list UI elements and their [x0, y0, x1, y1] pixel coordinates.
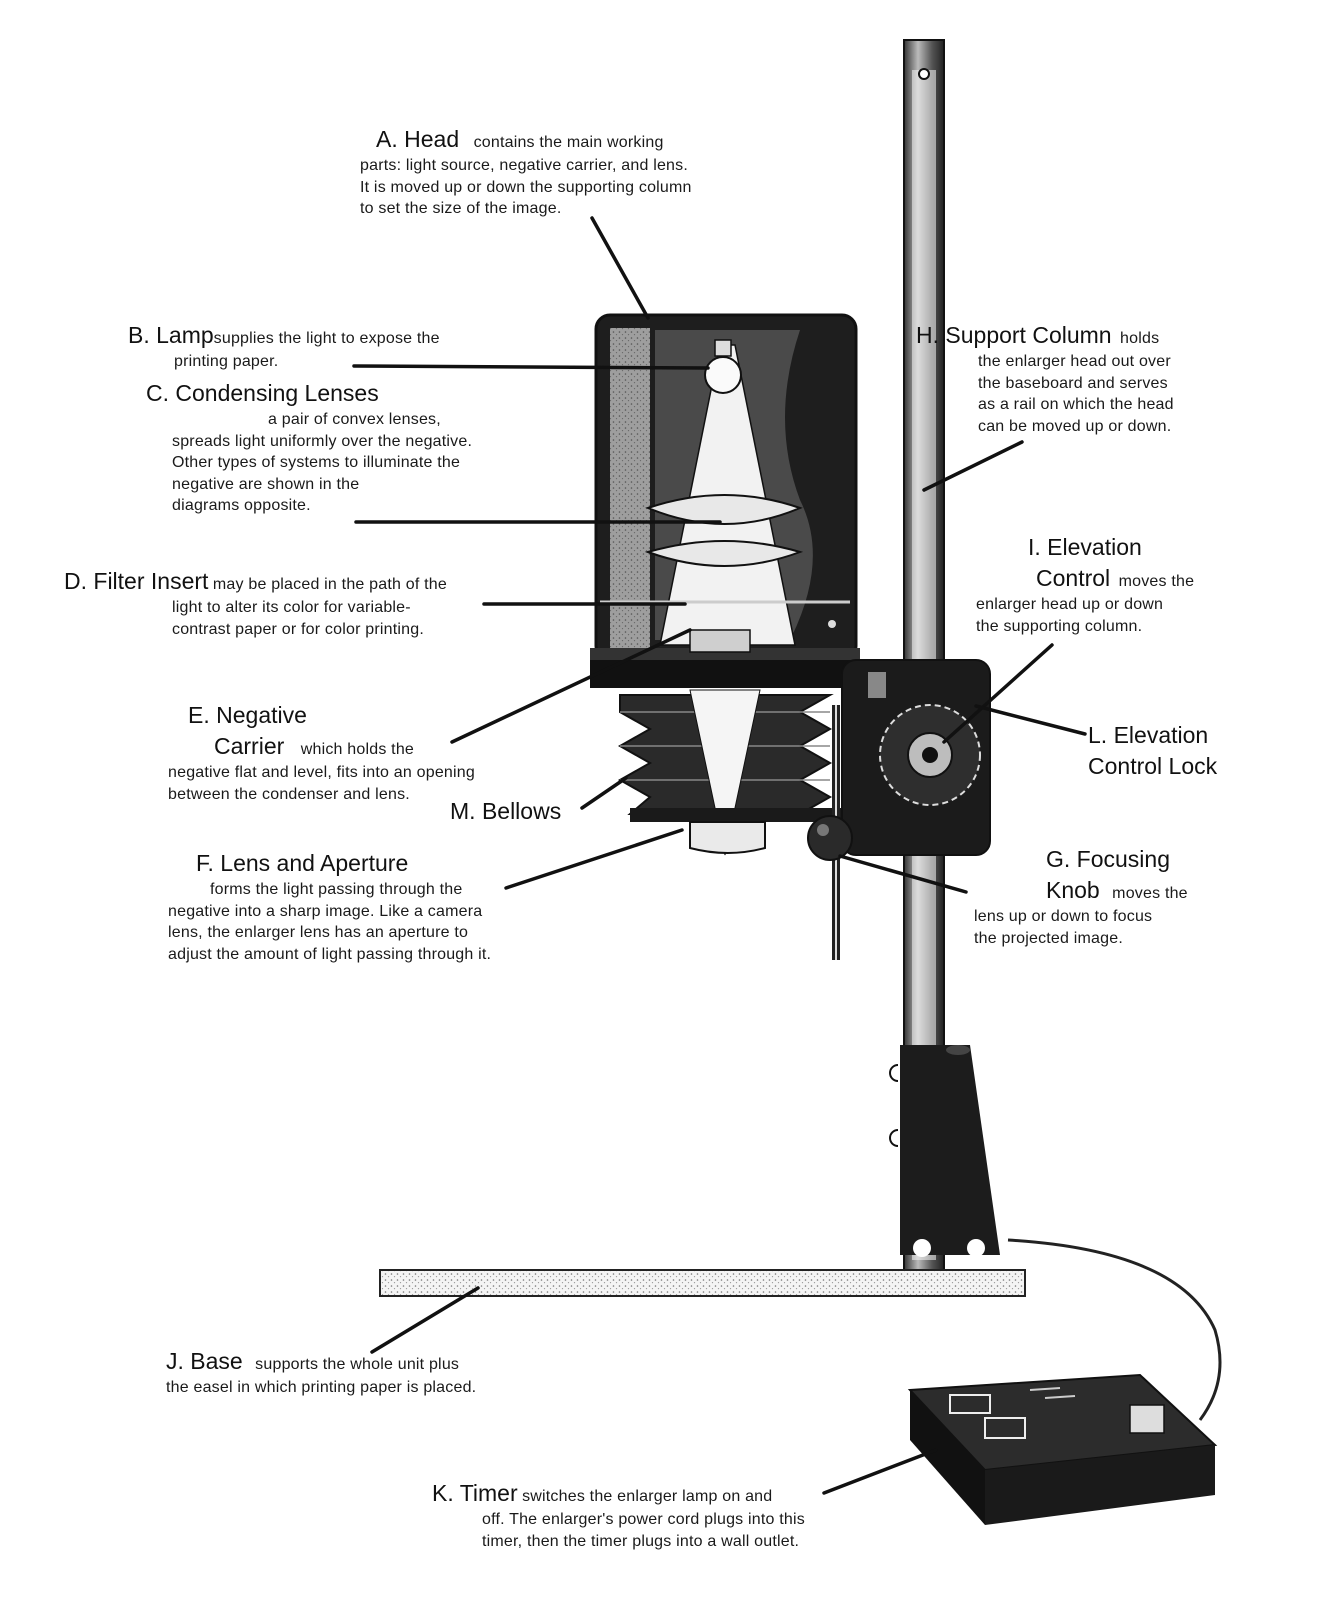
label-filter-desc: may be placed in the path of the [212, 576, 447, 593]
base-board [379, 1269, 1026, 1297]
leader-lock [974, 704, 1087, 736]
leader-timer [822, 1448, 938, 1495]
label-negative-line: negative flat and level, fits into an op… [168, 764, 475, 782]
label-timer-title: K. Timer [432, 1480, 518, 1506]
label-elevation-title: I. Elevation [1028, 534, 1142, 560]
leader-base [370, 1286, 480, 1354]
label-filter-line: contrast paper or for color printing. [172, 620, 424, 638]
label-negative: E. Negative Carrier which holds the nega… [168, 700, 475, 805]
label-support-line: as a rail on which the head [978, 396, 1174, 414]
label-negative-line: between the condenser and lens. [168, 785, 410, 803]
label-lens-line: negative into a sharp image. Like a came… [168, 902, 483, 920]
label-base-desc: supports the whole unit plus [255, 1356, 460, 1373]
label-condensing-line: a pair of convex lenses, [268, 411, 441, 429]
label-condensing-title: C. Condensing Lenses [146, 380, 379, 406]
label-filter-title: D. Filter Insert [64, 568, 209, 594]
label-focusing: G. Focusing Knob moves the lens up or do… [974, 844, 1188, 949]
label-lens-title: F. Lens and Aperture [196, 850, 409, 876]
label-head-line: to set the size of the image. [360, 200, 562, 218]
label-focusing-line: lens up or down to focus [974, 908, 1153, 926]
negative-carrier-stage [590, 629, 860, 688]
label-lamp: B. Lampsupplies the light to expose the … [128, 320, 440, 373]
focusing-knob [807, 705, 853, 960]
leader-lamp [352, 364, 710, 370]
leader-bellows [580, 776, 628, 810]
leader-lines [352, 216, 1087, 1495]
label-support: H. Support Column holds the enlarger hea… [916, 320, 1174, 437]
label-filter: D. Filter Insert may be placed in the pa… [64, 566, 447, 640]
label-base-title: J. Base [166, 1348, 243, 1374]
label-lamp-title: B. Lamp [128, 322, 214, 348]
label-bellows-title: M. Bellows [450, 798, 562, 824]
label-elevation-line: the supporting column. [976, 617, 1143, 635]
label-lens: F. Lens and Aperture forms the light pas… [168, 848, 491, 965]
label-lock-title-2: Control Lock [1088, 753, 1218, 780]
timer-unit [907, 1373, 1218, 1525]
label-elevation: I. Elevation Control moves the enlarger … [976, 532, 1194, 637]
label-negative-desc: which holds the [300, 741, 415, 759]
leader-elevation [942, 643, 1054, 744]
label-lens-line: adjust the amount of light passing throu… [168, 945, 492, 963]
label-focusing-title: G. Focusing [1046, 846, 1170, 872]
column-foot [889, 1045, 1000, 1257]
label-lock: L. Elevation Control Lock [1088, 720, 1217, 782]
label-lamp-desc: supplies the light to expose the [213, 330, 440, 347]
leader-lens [504, 828, 684, 890]
bellows [617, 689, 850, 856]
label-elevation-title-2: Control [1036, 565, 1111, 592]
label-lamp-line: printing paper. [174, 353, 279, 371]
label-base: J. Base supports the whole unit plus the… [166, 1346, 476, 1399]
label-head-title: A. Head [376, 126, 460, 152]
label-condensing-line: Other types of systems to illuminate the [172, 454, 461, 472]
label-base-line: the easel in which printing paper is pla… [166, 1379, 477, 1397]
label-support-line: the enlarger head out over [978, 353, 1171, 371]
power-cord [1007, 1238, 1222, 1421]
leader-head [590, 216, 650, 320]
label-elevation-desc: moves the [1118, 573, 1195, 591]
leader-support [922, 440, 1024, 492]
label-head: A. Head contains the main working parts:… [360, 124, 692, 220]
label-timer-line: off. The enlarger's power cord plugs int… [482, 1511, 805, 1529]
label-condensing-line: negative are shown in the [172, 475, 360, 493]
label-lock-title: L. Elevation [1088, 722, 1209, 748]
lamp-housing [594, 313, 858, 662]
label-condensing: C. Condensing Lenses a pair of convex le… [146, 378, 472, 517]
label-condensing-line: diagrams opposite. [172, 497, 311, 515]
label-timer: K. Timer switches the enlarger lamp on a… [432, 1478, 805, 1552]
label-focusing-line: the projected image. [974, 929, 1123, 947]
label-condensing-line: spreads light uniformly over the negativ… [172, 432, 473, 450]
label-focusing-title-2: Knob [1046, 877, 1100, 904]
label-timer-line: timer, then the timer plugs into a wall … [482, 1532, 800, 1550]
label-head-desc: contains the main working [473, 134, 664, 151]
label-head-line: It is moved up or down the supporting co… [360, 178, 692, 196]
label-negative-title: E. Negative [188, 702, 307, 728]
label-filter-line: light to alter its color for variable- [172, 599, 411, 617]
label-support-desc: holds [1120, 330, 1160, 347]
leader-negative [450, 628, 692, 744]
label-head-line: parts: light source, negative carrier, a… [360, 157, 688, 175]
label-bellows: M. Bellows [450, 796, 561, 827]
label-timer-desc: switches the enlarger lamp on and [522, 1488, 773, 1505]
label-support-line: can be moved up or down. [978, 417, 1172, 435]
label-support-title: H. Support Column [916, 322, 1112, 348]
label-lens-line: forms the light passing through the [210, 881, 463, 899]
elevation-control-bracket [841, 659, 991, 856]
label-focusing-desc: moves the [1112, 885, 1188, 903]
label-elevation-line: enlarger head up or down [976, 596, 1164, 614]
leader-focusing [838, 854, 968, 894]
label-negative-title-2: Carrier [214, 733, 285, 760]
label-support-line: the baseboard and serves [978, 374, 1168, 392]
label-lens-line: lens, the enlarger lens has an aperture … [168, 924, 469, 942]
